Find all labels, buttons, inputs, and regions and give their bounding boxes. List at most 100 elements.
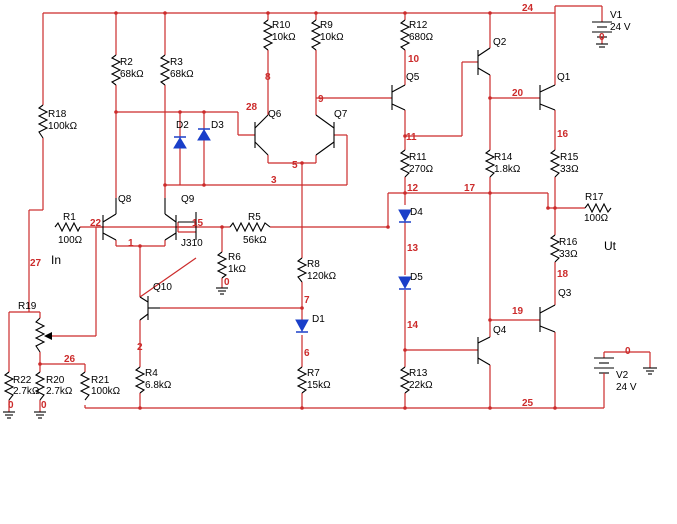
label-v2-name: V2 (616, 370, 629, 381)
node-26: 26 (64, 354, 76, 365)
label-r15-value: 33Ω (560, 164, 579, 175)
junctions (38, 11, 557, 410)
transistor-q9 (164, 198, 177, 241)
node-17: 17 (464, 183, 476, 194)
node-6: 6 (304, 348, 310, 359)
resistors (3, 19, 612, 401)
node-5: 5 (292, 160, 298, 171)
label-q4: Q4 (493, 325, 507, 336)
jfet-j310 (178, 212, 197, 240)
wires (8, 5, 651, 412)
transistor-q10 (139, 296, 160, 321)
label-r3-value: 68kΩ (170, 69, 194, 80)
diode-d4 (398, 209, 412, 223)
label-r9-name: R9 (320, 20, 333, 31)
node-14: 14 (407, 320, 419, 331)
resistor-r21 (79, 371, 91, 401)
node-0-r6: 0 (224, 277, 230, 288)
label-r8-value: 120kΩ (307, 271, 337, 282)
label-r17-name: R17 (585, 192, 604, 203)
label-r5-name: R5 (248, 212, 261, 223)
label-r22-value: 2.7kΩ (13, 386, 40, 397)
diode-d2 (173, 136, 187, 149)
node-18: 18 (557, 269, 569, 280)
resistor-r7 (296, 366, 308, 394)
label-q2: Q2 (493, 37, 507, 48)
diode-d3 (197, 128, 211, 141)
label-r14-name: R14 (494, 152, 513, 163)
resistor-r11 (399, 149, 411, 178)
transistor-q6 (254, 114, 269, 156)
label-r7-name: R7 (307, 368, 320, 379)
resistor-r16 (549, 234, 561, 263)
node-10: 10 (408, 54, 420, 65)
label-r21-name: R21 (91, 375, 110, 386)
label-q6: Q6 (268, 109, 282, 120)
resistor-r8 (296, 257, 308, 283)
node-0-r22: 0 (8, 400, 14, 411)
label-input: In (51, 253, 61, 267)
label-r21-value: 100kΩ (91, 386, 121, 397)
label-r10-name: R10 (272, 20, 291, 31)
node-0-r20: 0 (41, 400, 47, 411)
transistor-q5 (391, 84, 406, 111)
node-12: 12 (407, 183, 419, 194)
label-r1-name: R1 (63, 212, 76, 223)
transistor-q8 (102, 198, 117, 241)
transistors (102, 47, 556, 366)
node-9: 9 (318, 94, 324, 105)
label-d1: D1 (312, 314, 325, 325)
node-8: 8 (265, 72, 271, 83)
node-numbers: 24 0 8 10 9 20 28 16 11 5 3 12 17 22 15 … (8, 3, 631, 411)
label-v1-name: V1 (610, 10, 623, 21)
label-r22-name: R22 (13, 375, 32, 386)
label-r18-value: 100kΩ (48, 121, 78, 132)
label-q10: Q10 (153, 282, 172, 293)
label-v2-value: 24 V (616, 382, 637, 393)
label-r5-value: 56kΩ (243, 235, 267, 246)
label-r4-name: R4 (145, 368, 158, 379)
resistor-r20 (34, 371, 46, 401)
node-1: 1 (128, 238, 134, 249)
transistor-q4 (477, 336, 491, 366)
node-27: 27 (30, 258, 42, 269)
node-13: 13 (407, 243, 419, 254)
label-d5: D5 (410, 272, 423, 283)
label-r12-name: R12 (409, 20, 428, 31)
label-r4-value: 6.8kΩ (145, 380, 172, 391)
node-24: 24 (522, 3, 534, 14)
label-output: Ut (604, 239, 617, 253)
battery-v1 (592, 21, 612, 48)
label-r13-name: R13 (409, 368, 428, 379)
label-r14-value: 1.8kΩ (494, 164, 521, 175)
label-d3: D3 (211, 120, 224, 131)
label-r11-name: R11 (409, 152, 427, 163)
resistor-r17 (584, 202, 612, 214)
label-d4: D4 (410, 207, 423, 218)
label-r7-value: 15kΩ (307, 380, 331, 391)
label-r16-name: R16 (559, 237, 578, 248)
node-15: 15 (192, 218, 204, 229)
resistor-r22 (3, 371, 15, 401)
transistor-q7 (315, 114, 335, 156)
label-j310: J310 (181, 238, 203, 249)
ground-symbols (3, 287, 657, 419)
resistor-r14 (484, 149, 496, 178)
node-11: 11 (406, 132, 417, 143)
resistor-r4 (134, 366, 146, 394)
label-r11-value: 270Ω (409, 164, 434, 175)
label-r15-name: R15 (560, 152, 579, 163)
component-labels: R2 68kΩ R3 68kΩ R10 10kΩ R9 10kΩ R12 680… (13, 10, 637, 397)
resistor-r1 (54, 221, 81, 233)
node-3: 3 (271, 175, 277, 186)
label-r18-name: R18 (48, 109, 67, 120)
label-v1-value: 24 V (610, 22, 631, 33)
resistor-r3 (159, 54, 171, 86)
label-q8: Q8 (118, 194, 132, 205)
resistor-r15 (549, 149, 561, 178)
label-r8-name: R8 (307, 259, 320, 270)
pot-wiper-arrow (44, 332, 52, 340)
node-22: 22 (90, 218, 102, 229)
